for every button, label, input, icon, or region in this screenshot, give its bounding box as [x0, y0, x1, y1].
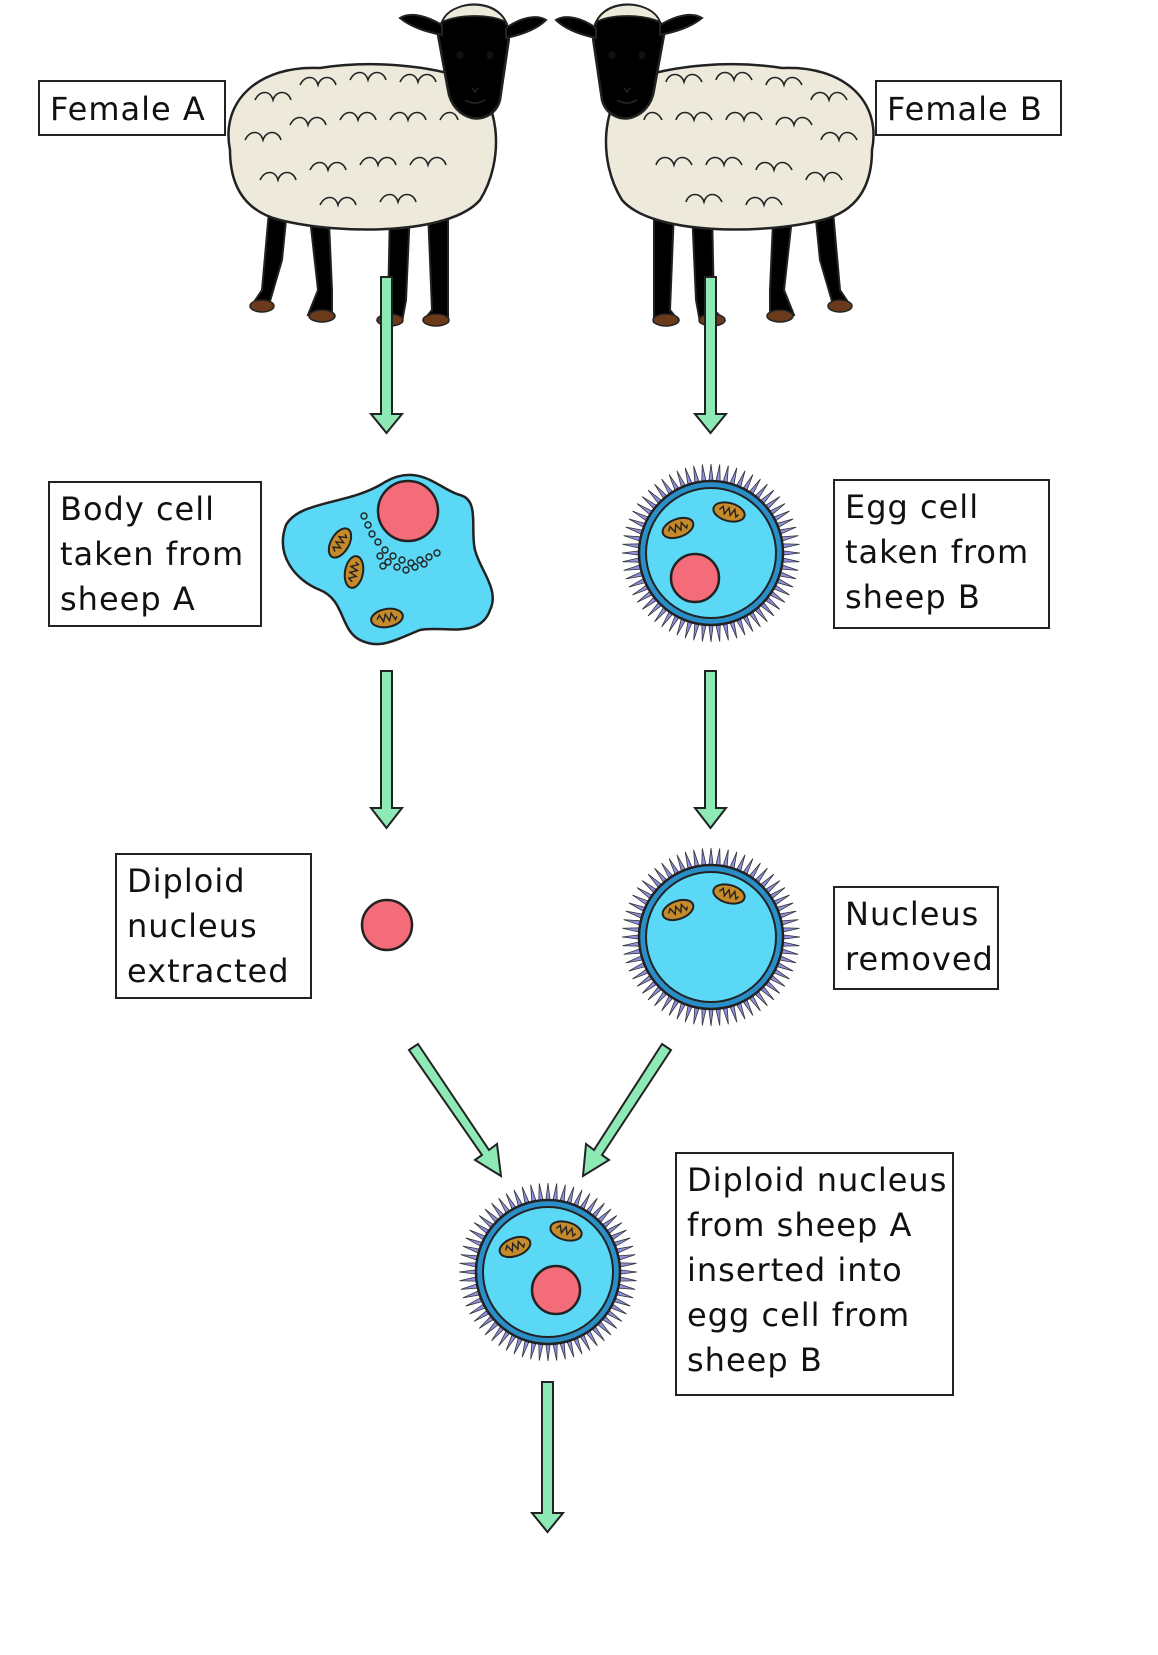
label-female-b: Female B [875, 80, 1062, 136]
label-egg-cell-line-1: Egg cell [845, 488, 980, 526]
arrow-down-a2 [368, 670, 405, 830]
label-nucleus-removed-line-1: Nucleus [845, 895, 980, 933]
label-diploid-extracted-line-1: Diploid [127, 862, 246, 900]
label-diploid-extracted-line-3: extracted [127, 952, 290, 990]
label-body-cell-line-2: taken from [60, 535, 245, 573]
label-diploid-extracted-line-2: nucleus [127, 907, 258, 945]
label-female-b-text: Female B [887, 90, 1043, 128]
label-female-a-text: Female A [50, 90, 206, 128]
reconstructed-egg-cell [458, 1182, 638, 1362]
label-body-cell-line-3: sheep A [60, 580, 196, 618]
label-nucleus-removed: Nucleus removed [833, 886, 999, 990]
body-cell-sheep-a [281, 473, 494, 646]
label-egg-cell-line-3: sheep B [845, 578, 981, 616]
label-nucleus-removed-line-2: removed [845, 940, 994, 978]
arrow-down-b1 [692, 276, 729, 435]
diploid-nucleus [360, 898, 414, 952]
label-inserted-line-3: inserted into [687, 1251, 903, 1289]
label-inserted: Diploid nucleus from sheep A inserted in… [675, 1152, 954, 1396]
enucleated-egg-cell [621, 847, 801, 1027]
label-inserted-line-4: egg cell from [687, 1296, 911, 1334]
label-inserted-line-5: sheep B [687, 1341, 823, 1379]
label-egg-cell-line-2: taken from [845, 533, 1030, 571]
label-body-cell: Body cell taken from sheep A [48, 481, 262, 627]
label-inserted-line-1: Diploid nucleus [687, 1161, 948, 1199]
arrow-down-final [529, 1381, 566, 1534]
egg-cell-sheep-b [621, 463, 801, 643]
arrow-down-b2 [692, 670, 729, 830]
label-body-cell-line-1: Body cell [60, 490, 216, 528]
label-female-a: Female A [38, 80, 226, 136]
label-diploid-extracted: Diploid nucleus extracted [115, 853, 312, 999]
arrow-diagonal-left [407, 1042, 503, 1178]
label-egg-cell: Egg cell taken from sheep B [833, 479, 1050, 629]
label-inserted-line-2: from sheep A [687, 1206, 913, 1244]
arrow-diagonal-right [581, 1042, 673, 1178]
arrow-down-a1 [368, 276, 405, 435]
